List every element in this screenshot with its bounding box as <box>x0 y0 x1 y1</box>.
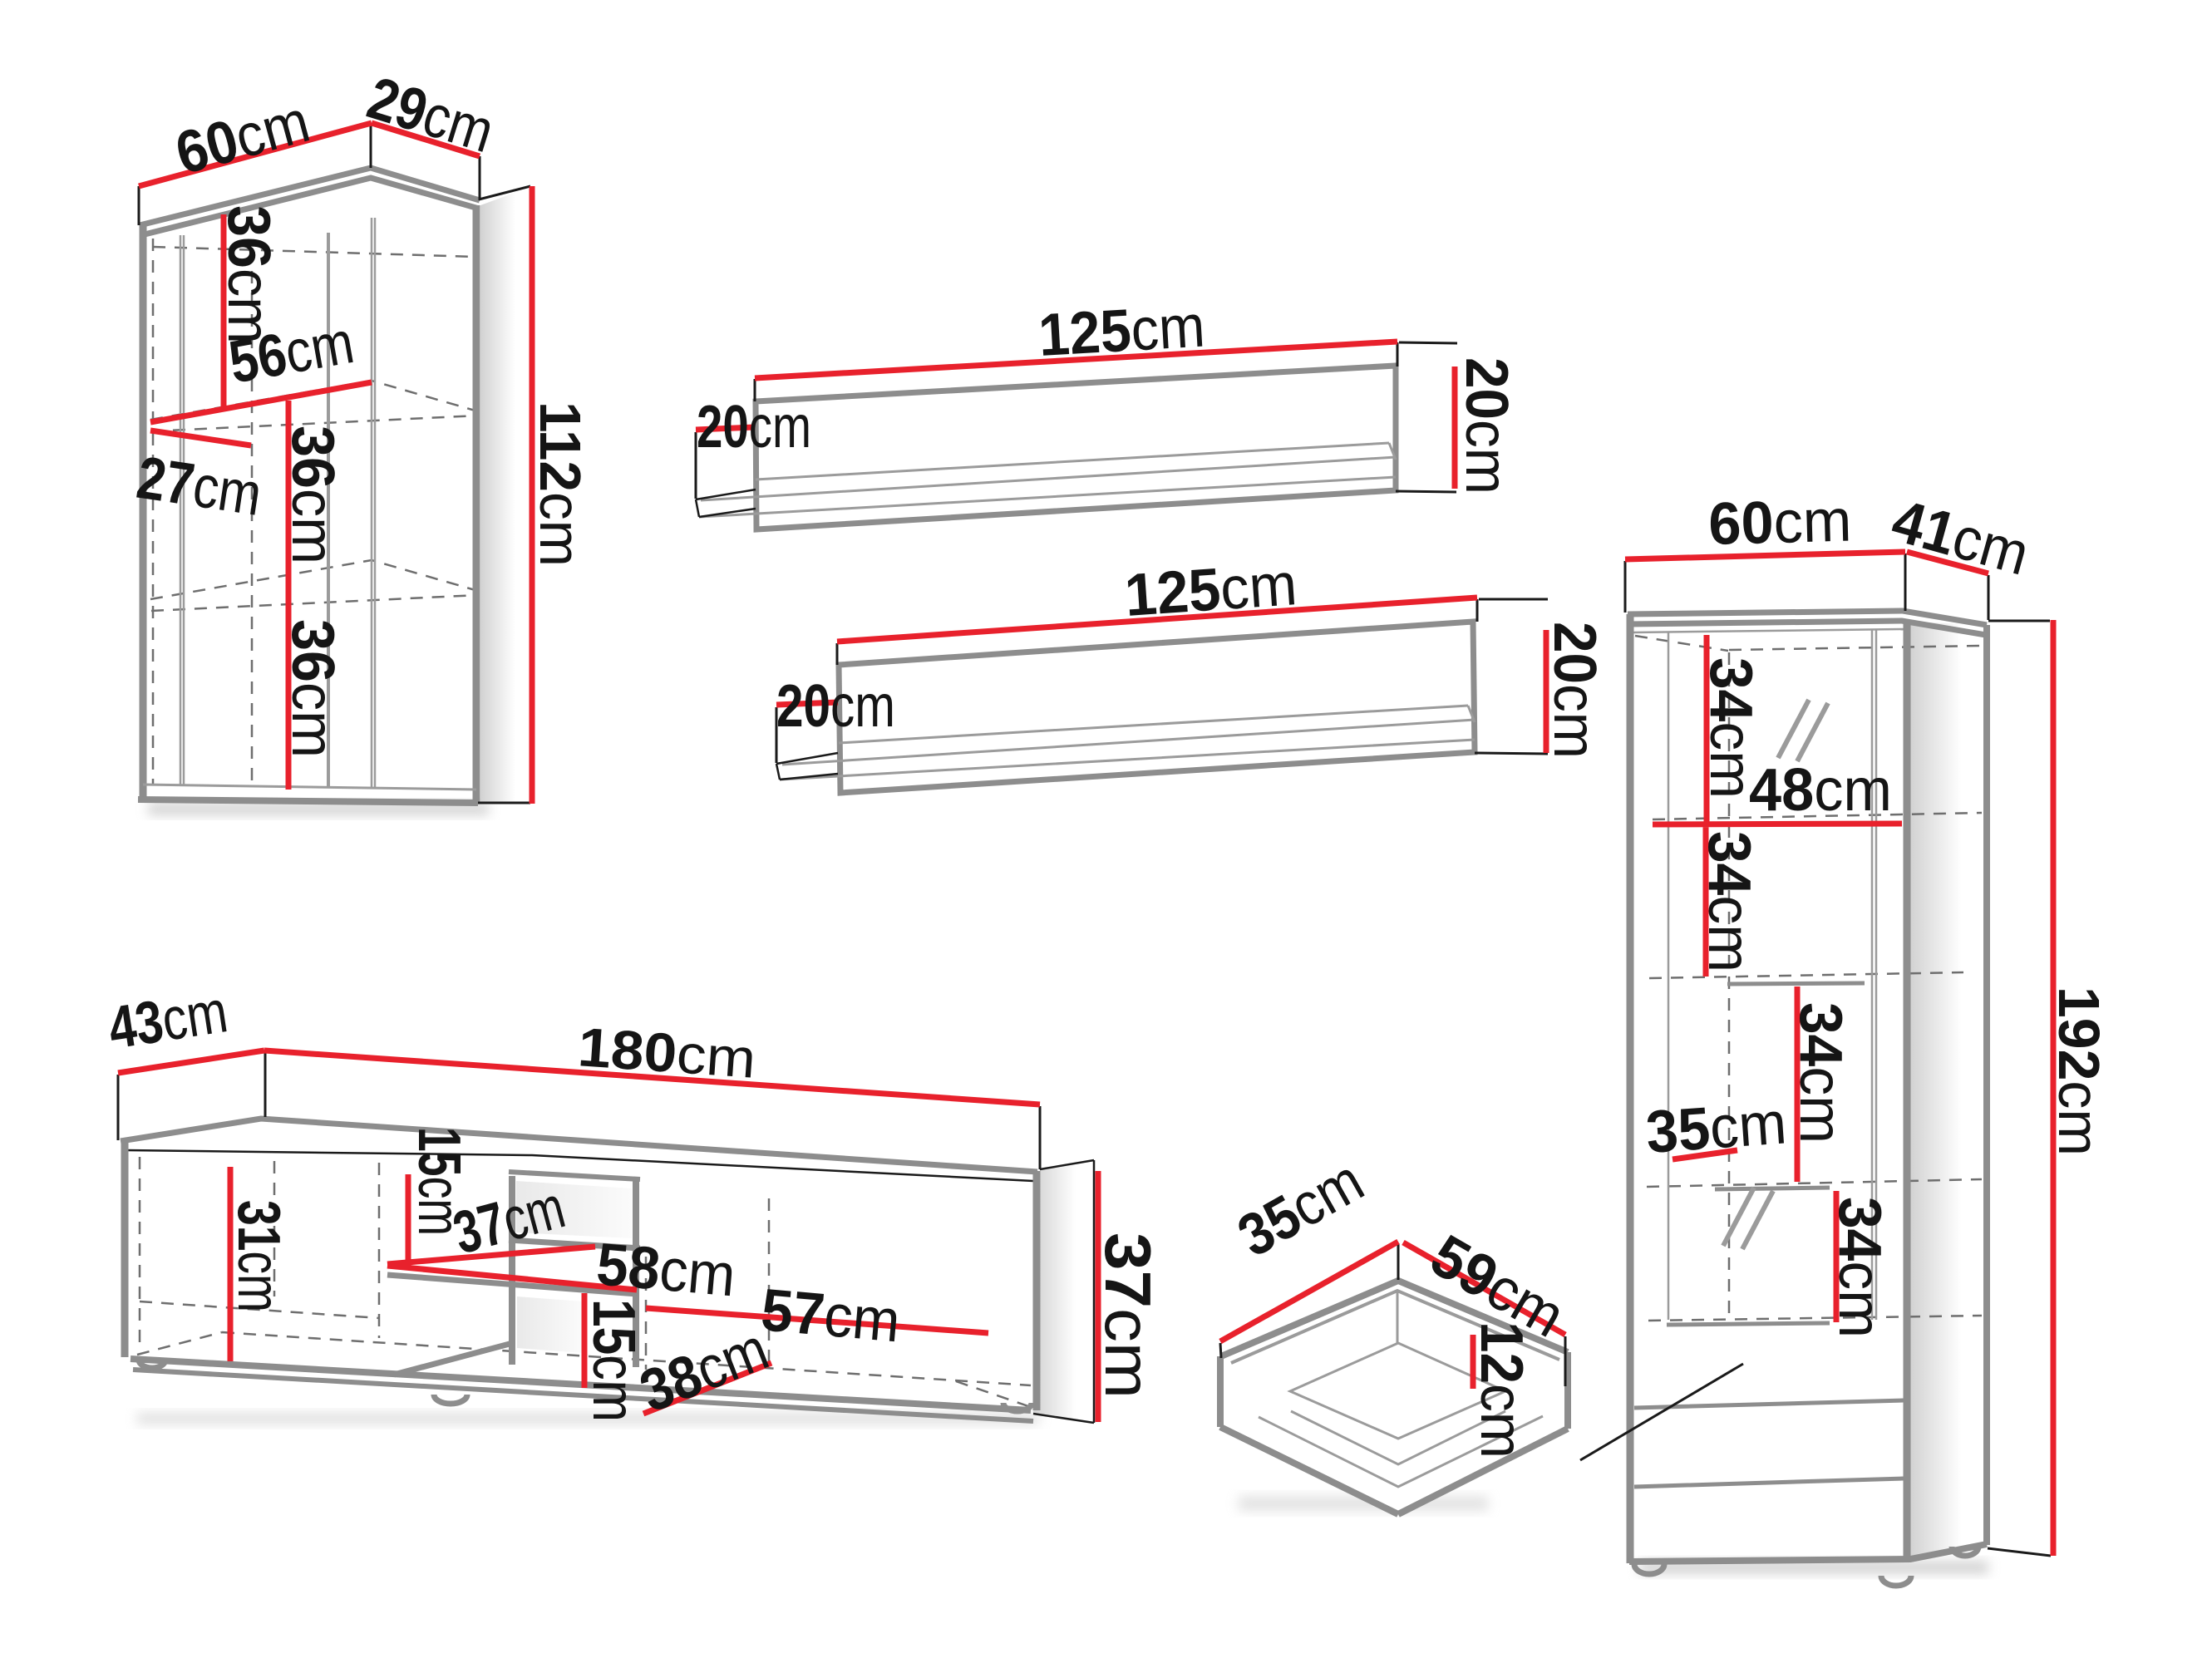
svg-text:15cm: 15cm <box>580 1299 647 1422</box>
svg-text:34cm: 34cm <box>1787 1002 1854 1144</box>
svg-text:43cm: 43cm <box>104 978 231 1062</box>
svg-text:36cm: 36cm <box>279 426 346 564</box>
svg-text:57cm: 57cm <box>759 1277 903 1355</box>
svg-text:20cm: 20cm <box>1541 622 1608 759</box>
svg-text:34cm: 34cm <box>1826 1197 1893 1338</box>
svg-text:48cm: 48cm <box>1749 757 1892 824</box>
svg-text:15cm: 15cm <box>406 1127 472 1236</box>
svg-text:34cm: 34cm <box>1696 831 1762 972</box>
svg-text:31cm: 31cm <box>225 1200 292 1312</box>
svg-text:36cm: 36cm <box>279 619 346 758</box>
svg-text:37cm: 37cm <box>446 1173 571 1267</box>
svg-text:20cm: 20cm <box>1453 357 1520 494</box>
svg-text:56cm: 56cm <box>224 309 359 396</box>
svg-text:36cm: 36cm <box>215 205 282 344</box>
svg-text:20cm: 20cm <box>697 394 811 460</box>
svg-text:20cm: 20cm <box>776 673 895 740</box>
svg-text:60cm: 60cm <box>1707 488 1852 558</box>
svg-text:180cm: 180cm <box>576 1016 758 1090</box>
svg-text:27cm: 27cm <box>133 445 266 529</box>
svg-text:125cm: 125cm <box>1037 293 1206 369</box>
svg-text:34cm: 34cm <box>1697 657 1764 799</box>
svg-text:35cm: 35cm <box>1644 1090 1789 1166</box>
svg-text:192cm: 192cm <box>2047 986 2111 1156</box>
svg-text:12cm: 12cm <box>1468 1321 1535 1459</box>
svg-text:112cm: 112cm <box>528 401 593 567</box>
svg-text:37cm: 37cm <box>1091 1232 1165 1399</box>
svg-text:58cm: 58cm <box>594 1231 738 1309</box>
svg-text:125cm: 125cm <box>1123 551 1299 629</box>
